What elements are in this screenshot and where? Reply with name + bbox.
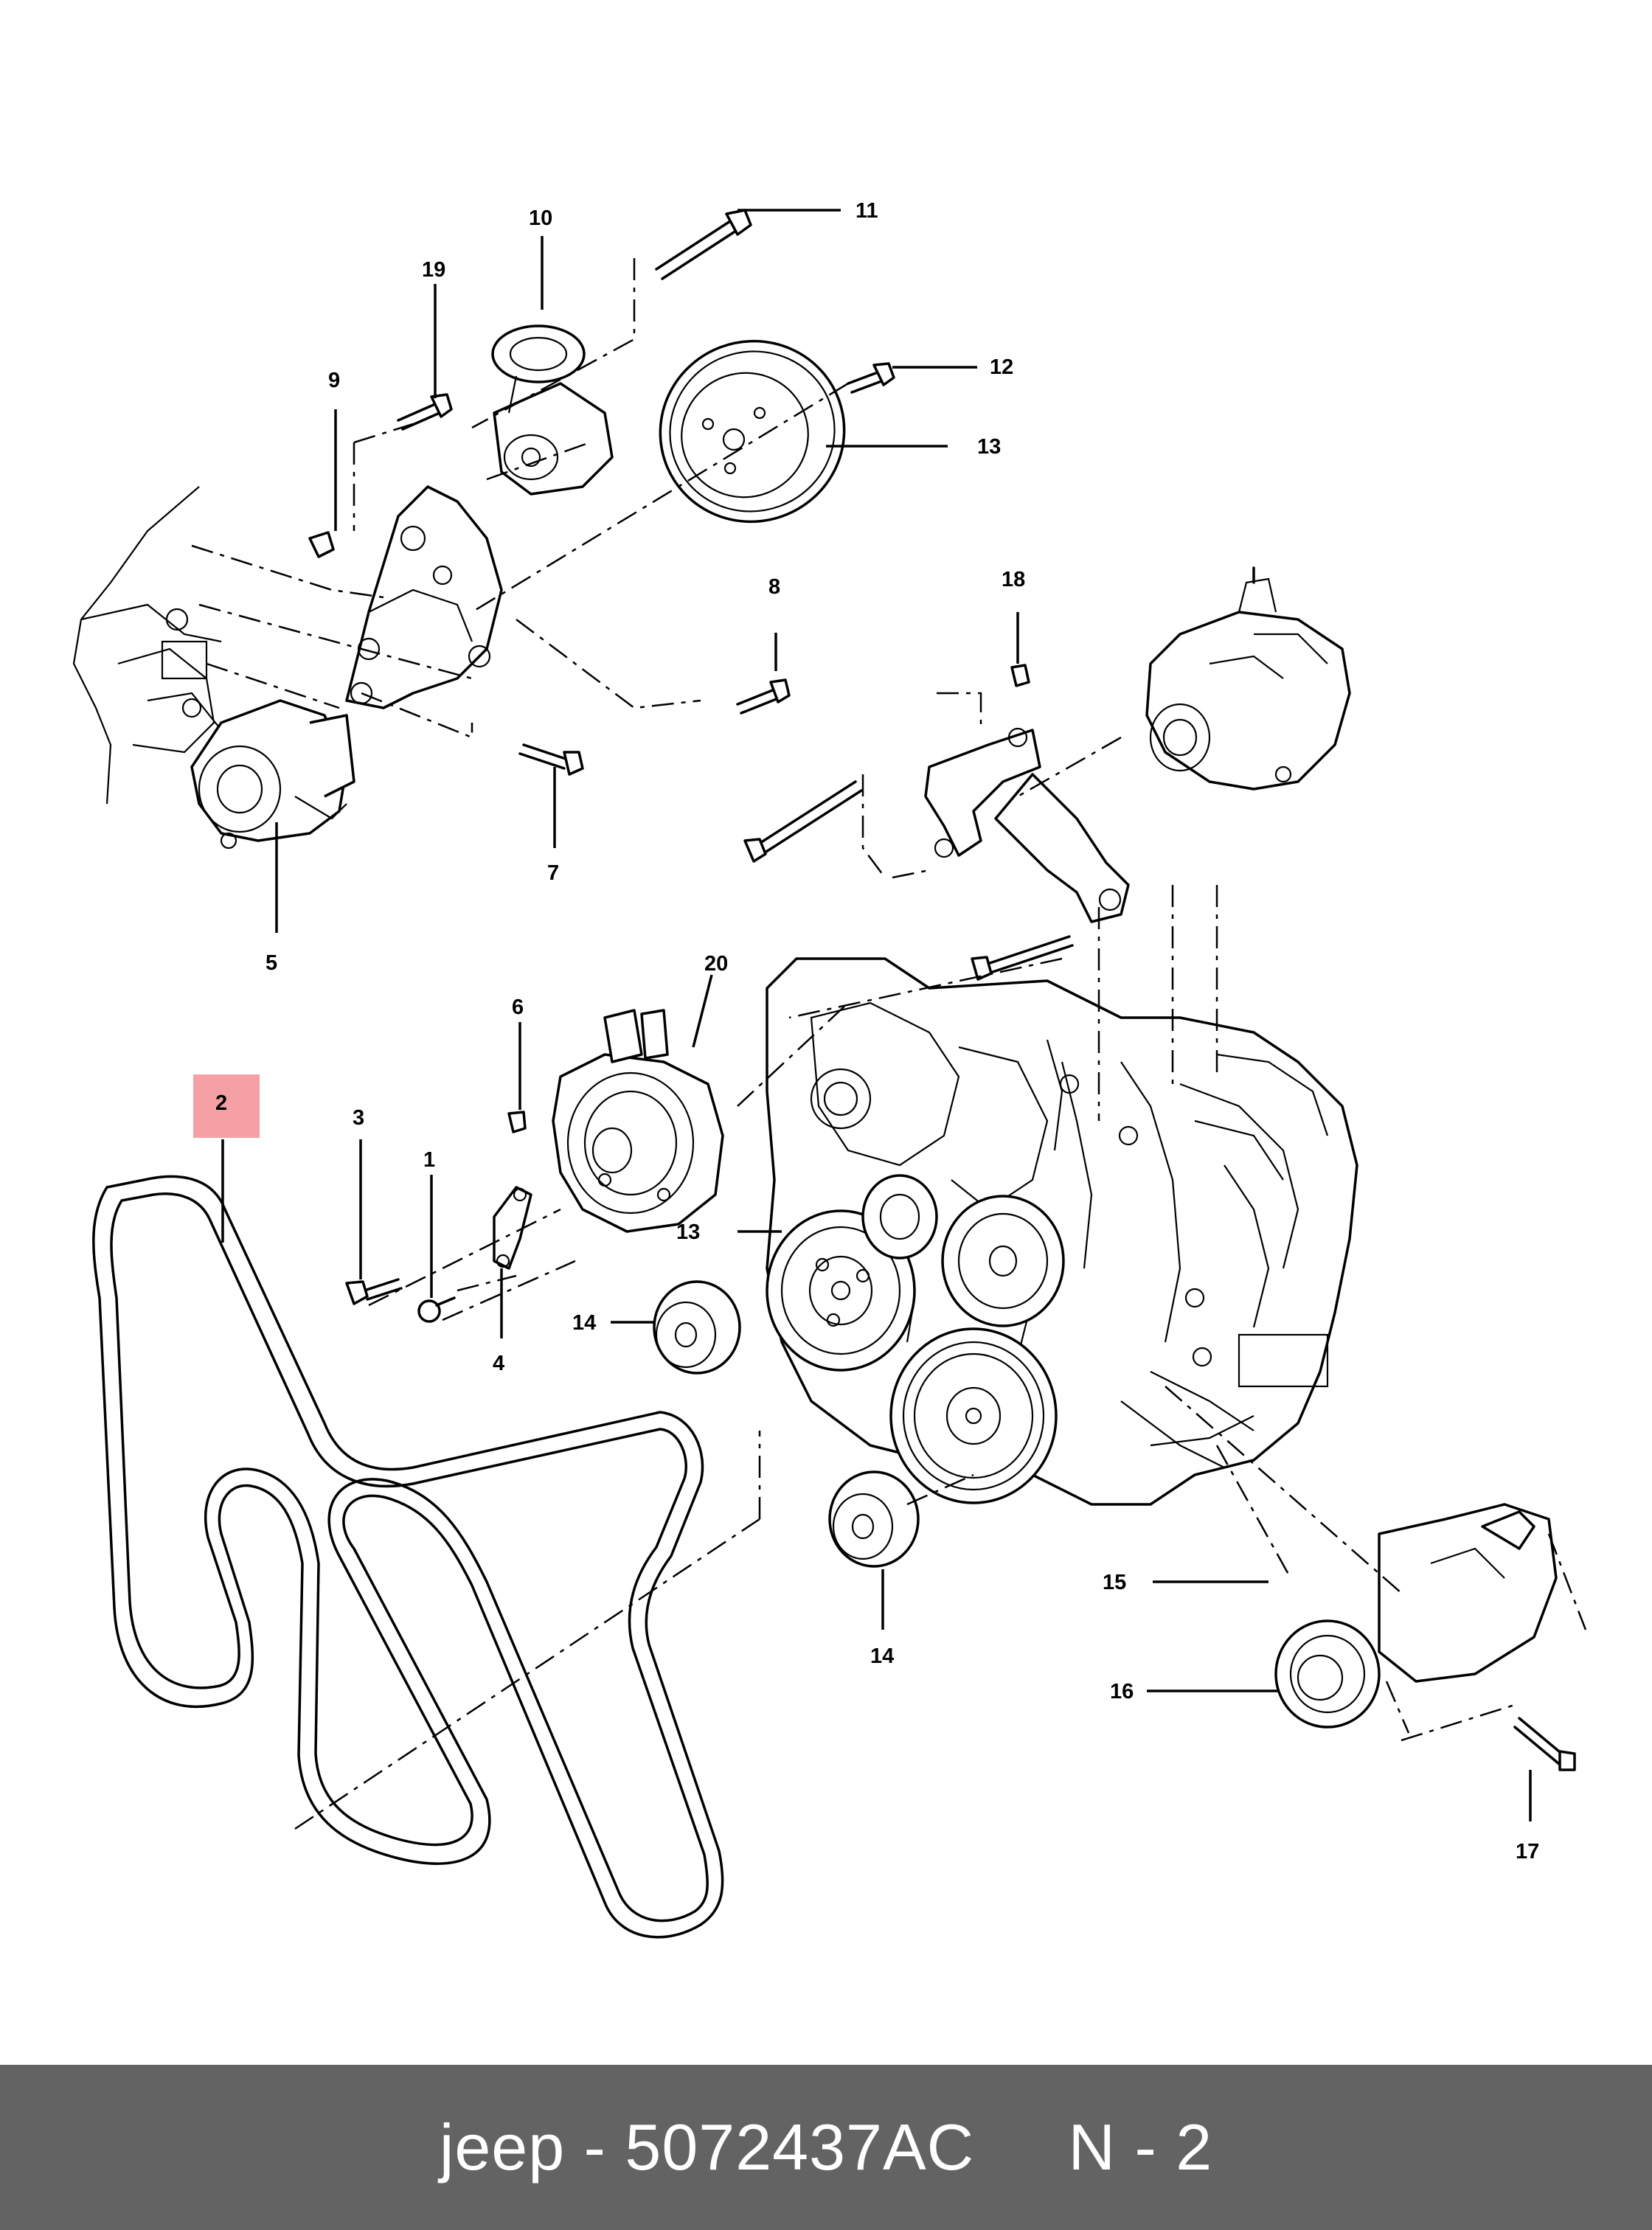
- alternator: [1145, 566, 1351, 791]
- water-pump-pulley: [941, 1195, 1065, 1327]
- bolts-upper: [308, 209, 895, 776]
- callout-17: 17: [1516, 1840, 1539, 1863]
- idler-pulley-upper: [653, 1280, 741, 1375]
- component-20: [552, 1009, 724, 1233]
- callout-labels: 10 11 19 9 12 13 8 18 7 5 20 6 2 3 1 13 …: [215, 199, 1539, 1863]
- serpentine-belt: [92, 1175, 724, 1939]
- idler-pulley-lower: [828, 1470, 920, 1568]
- belt-tensioner: [491, 324, 614, 496]
- callout-13-upper: 13: [977, 435, 1001, 459]
- callout-6: 6: [512, 996, 524, 1019]
- callout-15: 15: [1103, 1571, 1126, 1594]
- callout-11: 11: [856, 199, 878, 223]
- bolts-alternator: [743, 664, 1074, 981]
- callout-20: 20: [704, 952, 728, 976]
- callout-5: 5: [266, 951, 277, 975]
- callout-14-lower: 14: [870, 1644, 894, 1668]
- callout-16: 16: [1110, 1680, 1134, 1703]
- crankshaft-pulley: [889, 1327, 1058, 1504]
- tensioner-lower: [861, 1174, 938, 1260]
- accessory-bracket: [345, 485, 503, 709]
- leader-lines: [221, 209, 1532, 1821]
- callout-8: 8: [768, 575, 780, 599]
- callout-3: 3: [353, 1106, 364, 1130]
- alternator-bracket: [924, 727, 1130, 923]
- engine-side-casting: [72, 486, 222, 805]
- callout-10: 10: [529, 206, 552, 230]
- callout-18: 18: [1002, 568, 1025, 591]
- alignment-lines: [191, 258, 1587, 1830]
- callout-12: 12: [990, 355, 1013, 379]
- callout-9: 9: [328, 369, 340, 392]
- callout-14-upper: 14: [572, 1311, 596, 1335]
- callout-1: 1: [423, 1148, 435, 1172]
- callout-13-lower: 13: [676, 1220, 700, 1244]
- highlight-box: [193, 1074, 260, 1138]
- footer-part-number: jeep - 5072437AC N - 2: [439, 2111, 1213, 2184]
- callout-19: 19: [422, 258, 445, 282]
- callout-2: 2: [215, 1091, 227, 1115]
- callout-4: 4: [493, 1352, 504, 1375]
- footer-bar: jeep - 5072437AC N - 2: [0, 2065, 1652, 2230]
- pulley-13-upper: [659, 339, 846, 524]
- small-bracket-4: [345, 1111, 532, 1323]
- parts-diagram: 10 11 19 9 12 13 8 18 7 5 20 6 2 3 1 13 …: [72, 199, 1587, 1939]
- callout-7: 7: [547, 861, 559, 885]
- power-steering-pump: [190, 699, 355, 850]
- ac-compressor: [1274, 1503, 1576, 1771]
